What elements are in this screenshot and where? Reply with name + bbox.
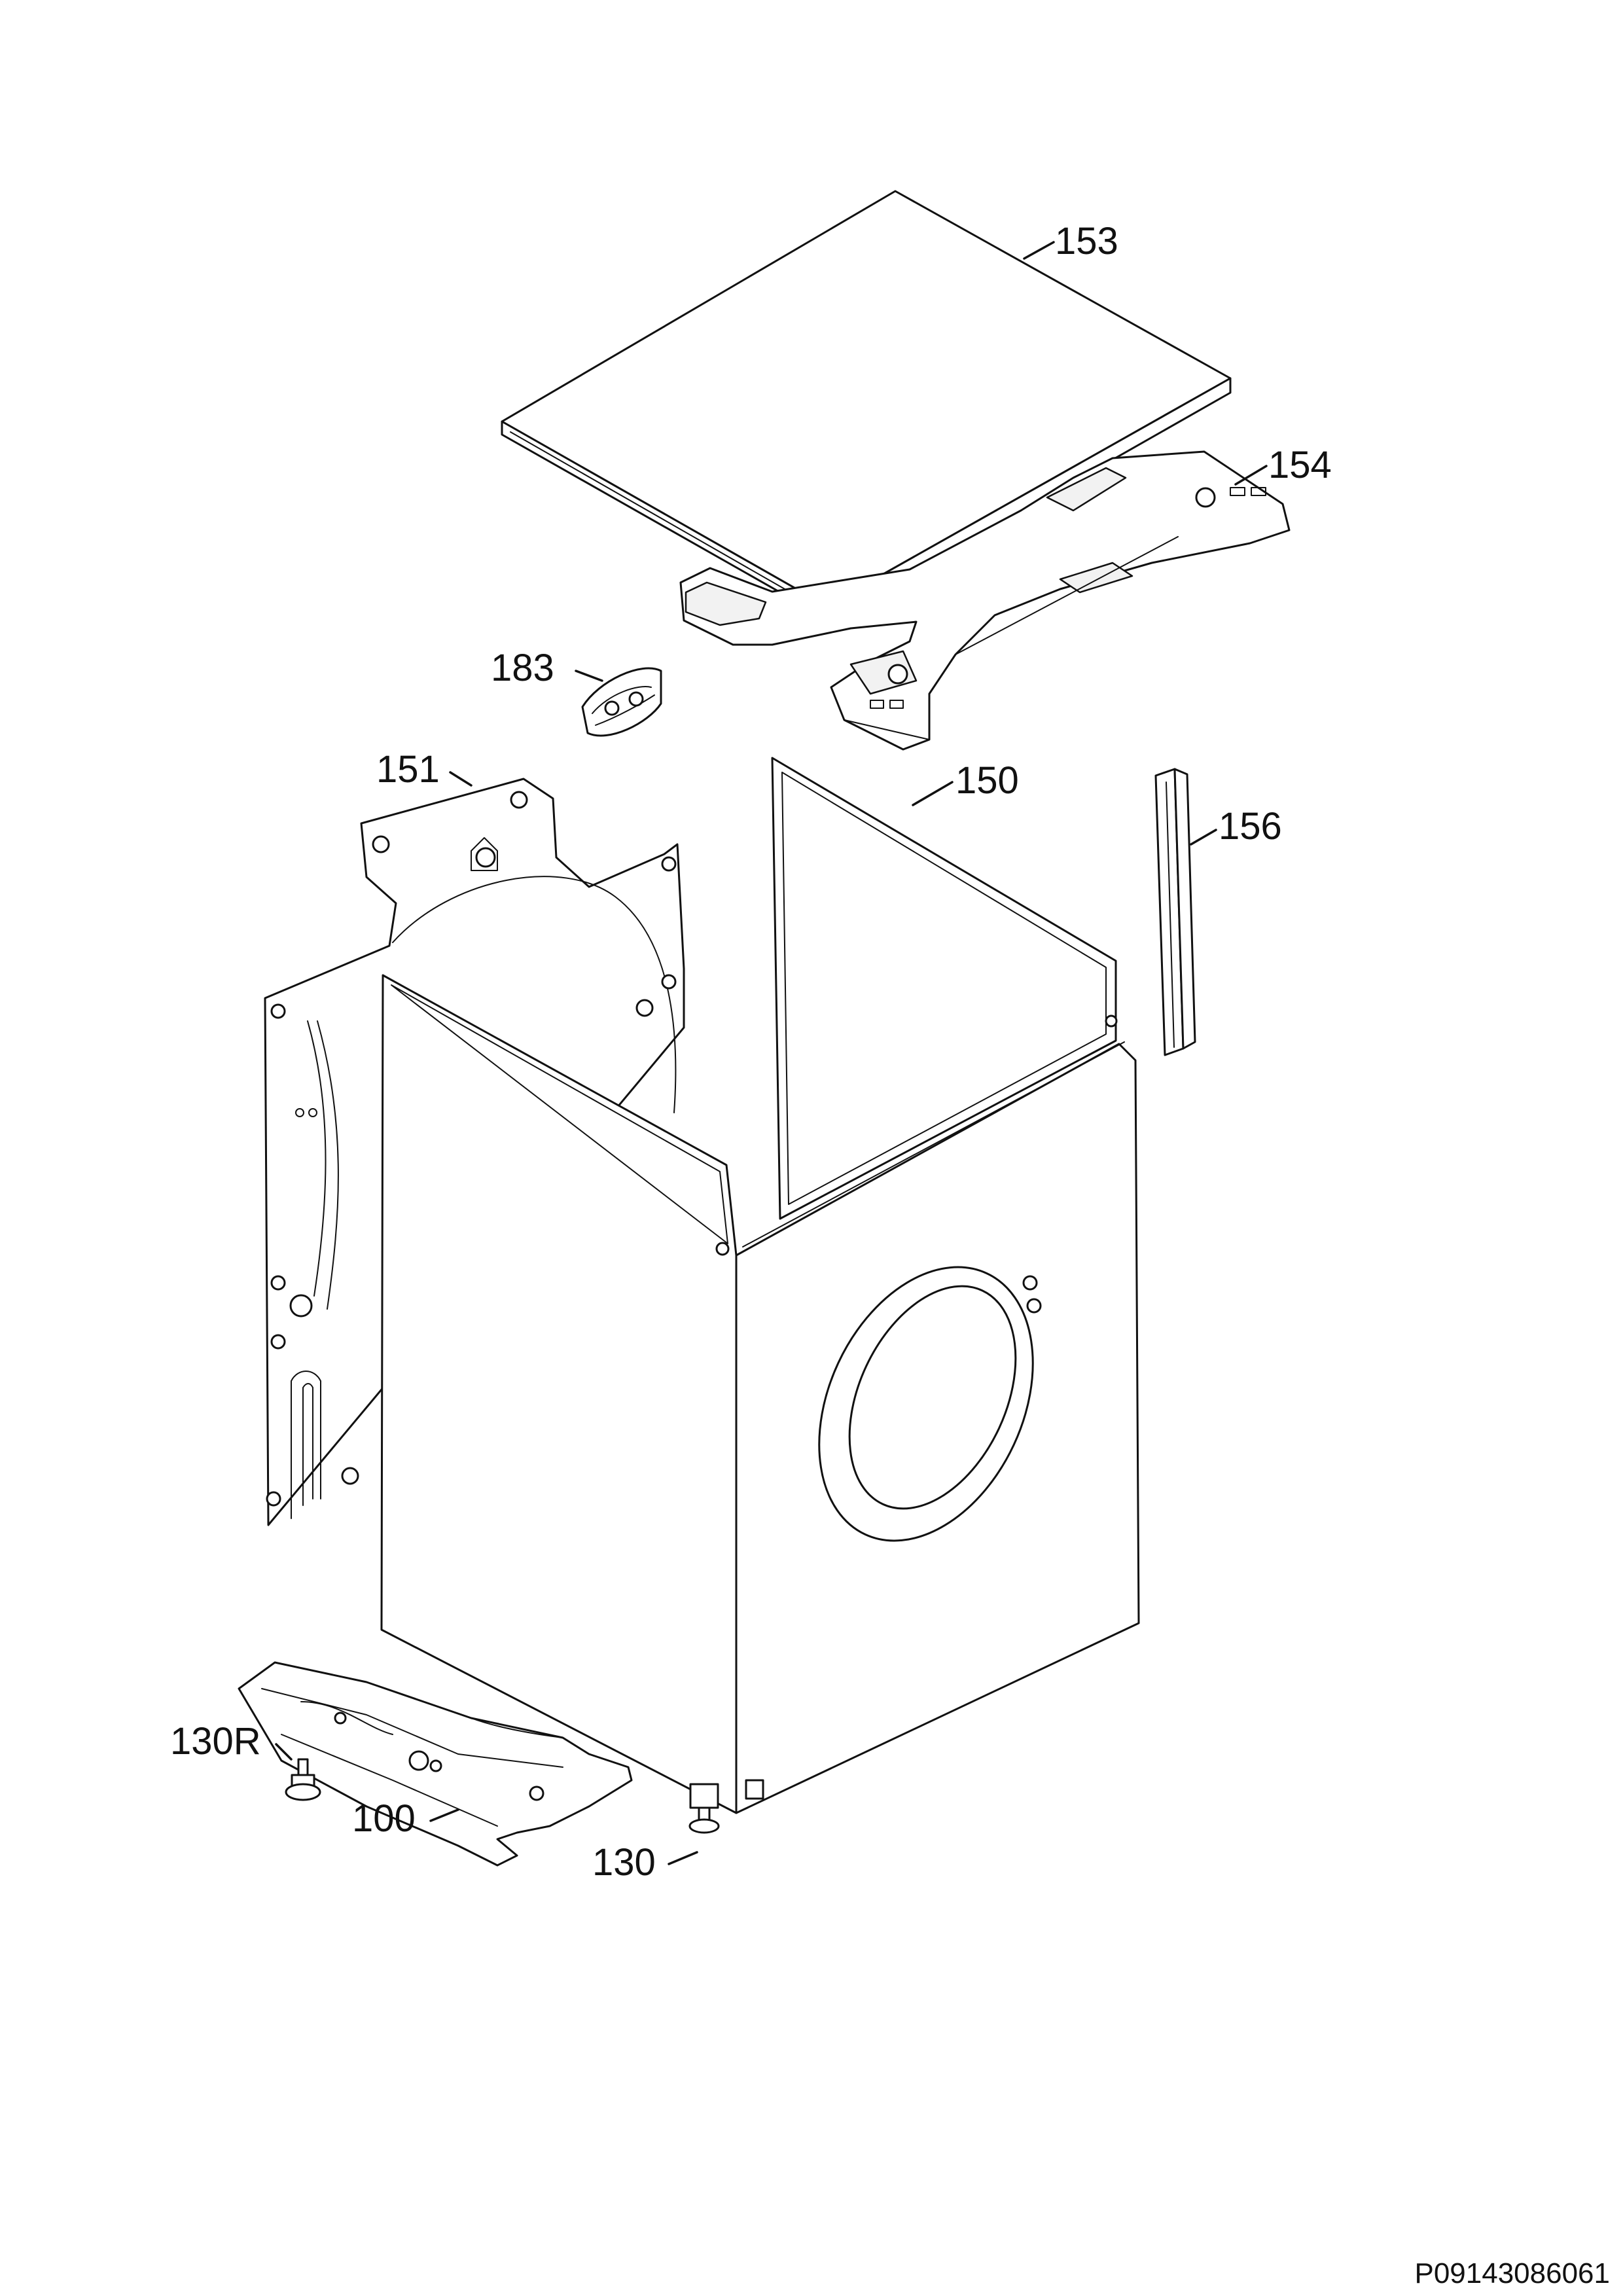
label-153-text: 153: [1055, 220, 1118, 262]
label-130: 130: [592, 1841, 698, 1884]
label-183: 183: [491, 647, 603, 689]
label-100: 100: [352, 1797, 459, 1840]
label-130-text: 130: [592, 1841, 656, 1884]
part-130-foot: [688, 1783, 720, 1834]
label-154: 154: [1234, 444, 1332, 486]
label-151-text: 151: [376, 748, 440, 791]
label-130r: 130R: [170, 1720, 293, 1763]
label-150: 150: [912, 759, 1019, 806]
label-154-text: 154: [1268, 444, 1332, 486]
label-156-text: 156: [1219, 805, 1282, 848]
part-150-cabinet: [380, 757, 1140, 1834]
part-154-cross-brace: [679, 450, 1291, 751]
part-156-side-strip: [1154, 768, 1196, 1056]
label-100-text: 100: [352, 1797, 416, 1840]
part-100-base-frame: [238, 1661, 633, 1867]
label-130r-text: 130R: [170, 1720, 261, 1763]
label-151: 151: [376, 748, 473, 791]
part-183-clip: [581, 667, 662, 737]
label-150-text: 150: [955, 759, 1019, 802]
label-183-text: 183: [491, 647, 554, 689]
document-reference: P09143086061: [1414, 2257, 1610, 2289]
label-156: 156: [1190, 805, 1282, 848]
label-153: 153: [1023, 220, 1118, 262]
part-130r-spare-foot: [285, 1758, 321, 1801]
